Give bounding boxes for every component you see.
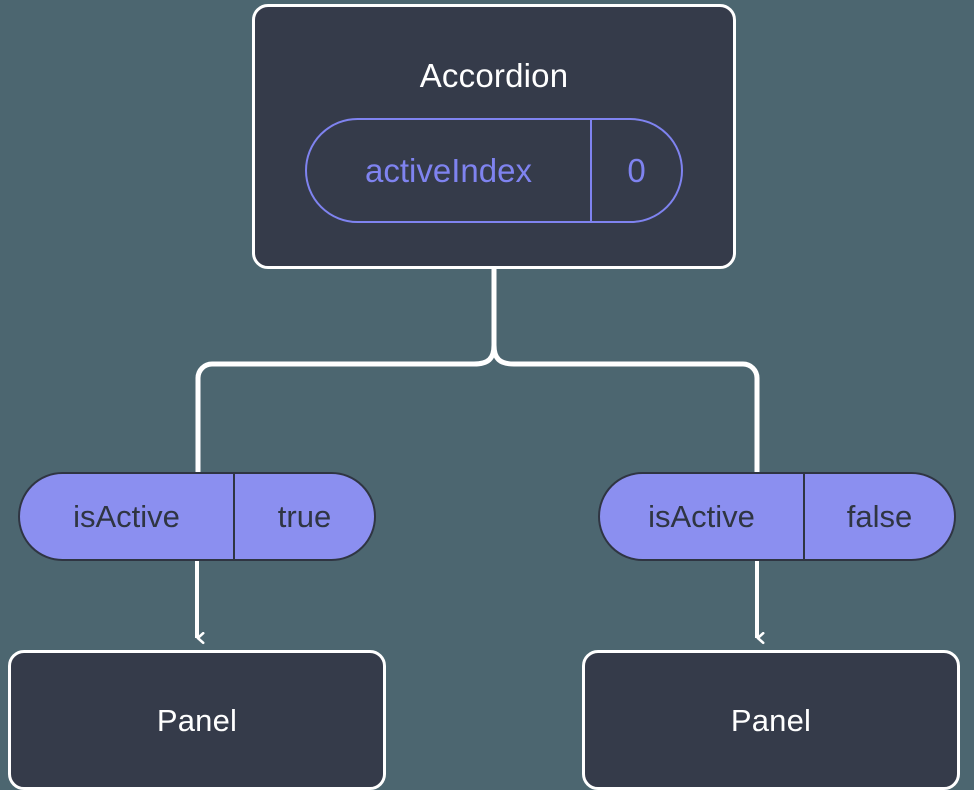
prop-badge-is-active-true[interactable]: isActive true (18, 472, 376, 561)
node-panel-right-title: Panel (730, 702, 812, 738)
diagram-canvas: Accordion activeIndex 0 isActive true is… (8, 4, 960, 790)
prop-badge-value: false (846, 499, 913, 534)
state-badge-active-index[interactable]: activeIndex 0 (305, 118, 683, 223)
node-panel-left[interactable]: Panel (8, 650, 386, 790)
node-panel-right[interactable]: Panel (582, 650, 960, 790)
edge-root-to-branch-left (195, 342, 497, 475)
edge-root-to-branch-right (491, 342, 760, 475)
state-badge-value: 0 (627, 152, 646, 189)
node-accordion-title: Accordion (419, 57, 569, 94)
node-panel-left-title: Panel (156, 702, 238, 738)
prop-badge-is-active-false[interactable]: isActive false (598, 472, 956, 561)
prop-badge-key: isActive (600, 474, 805, 559)
prop-badge-key: isActive (20, 474, 235, 559)
state-badge-key: activeIndex (307, 120, 592, 221)
prop-badge-value: true (277, 499, 332, 534)
